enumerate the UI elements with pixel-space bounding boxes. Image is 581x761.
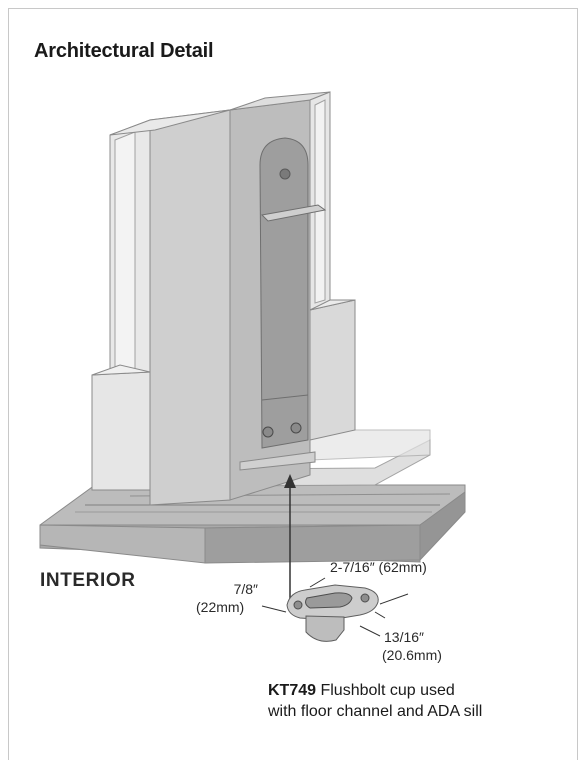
part-code: KT749: [268, 682, 317, 699]
product-caption: KT749 Flushbolt cup used with floor chan…: [268, 680, 482, 722]
dimension-height-imperial: 7/8″: [233, 581, 258, 597]
dimension-width-metric: (20.6mm): [382, 647, 442, 663]
dimension-width-imperial: 13/16″: [384, 629, 424, 645]
dimension-length-imperial: 2-7/16″: [330, 559, 375, 575]
detail-panel: [8, 8, 578, 760]
dimension-leaders: [261, 577, 409, 637]
flushbolt-cup: [286, 584, 379, 642]
page-title: Architectural Detail: [34, 40, 214, 62]
pointer-arrow: [284, 474, 296, 600]
flushbolt: [239, 137, 327, 471]
dimension-height-metric: (22mm): [196, 599, 245, 615]
caption-text-1: Flushbolt cup used: [316, 682, 455, 699]
dimension-length-metric: (62mm): [378, 559, 427, 575]
left-door: [91, 109, 231, 506]
floor-base: [39, 484, 466, 564]
interior-label: INTERIOR: [40, 570, 136, 591]
caption-line-2: with floor channel and ADA sill: [268, 703, 483, 720]
dimension-length: 2-7/16″ (62mm): [330, 558, 427, 576]
caption-line-1: KT749 Flushbolt cup used: [268, 680, 482, 701]
